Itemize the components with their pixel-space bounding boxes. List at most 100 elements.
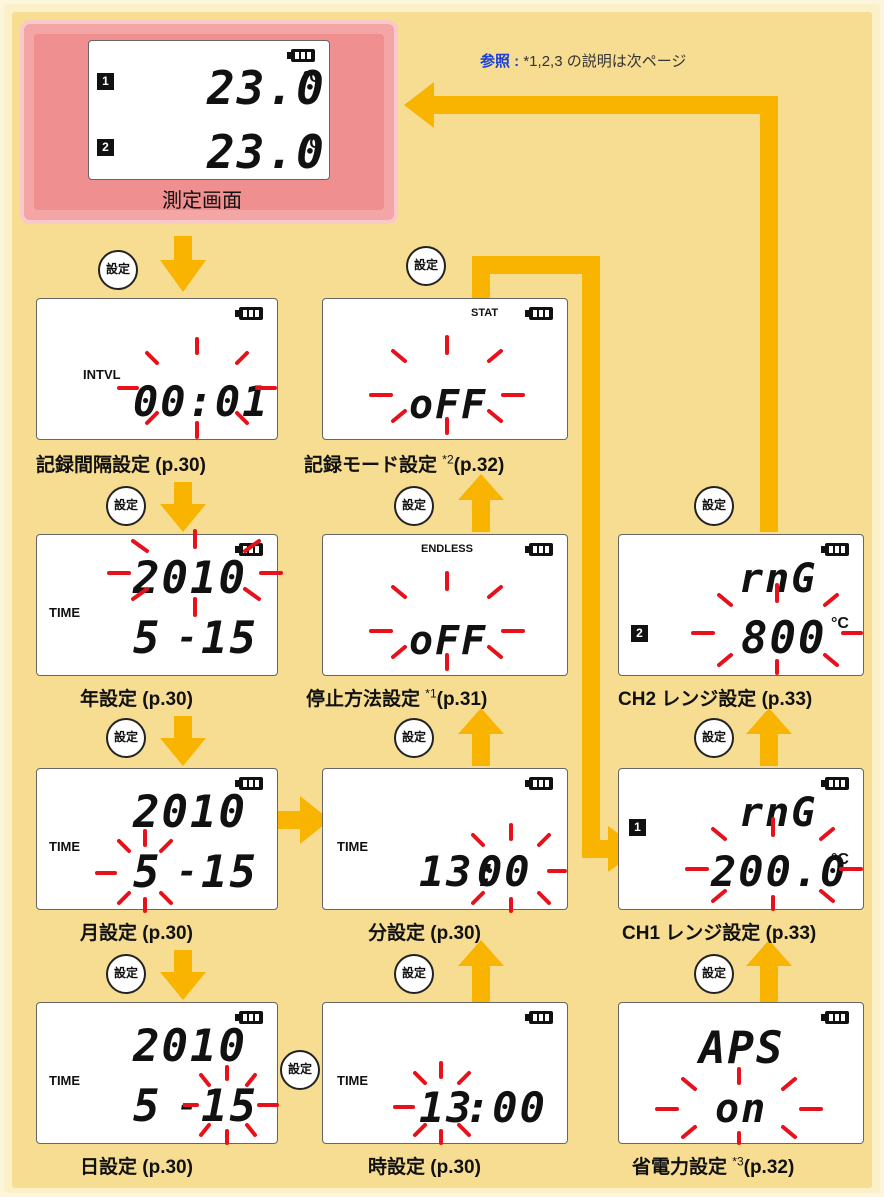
arrow-record-to-aps-d [582,840,612,858]
ch1-range-lcd: 1 rnG 200.0 °C [618,768,864,911]
arrow-aps-to-ch1 [760,964,778,1004]
stop-method-page: (p.31) [436,689,488,710]
arrow-ch2-to-measure-b [430,96,778,114]
flash-marks [685,817,863,911]
year-line2-month: 5 [133,613,162,664]
day-lcd: TIME 2010 5 - 15 [36,1002,279,1145]
arrow-ch2-to-measure-head [404,82,434,128]
power-save-page: (p.32) [743,1157,795,1178]
arrow-interval-to-year [174,482,192,506]
measurement-screen-inner: 1 23.0 °C 2 23.0 °C 測定画面 [34,34,384,212]
month-caption: 月設定 (p.30) [80,923,193,944]
ch2-range-lcd: 2 rnG 800 °C [618,534,864,676]
flash-marks [183,1065,279,1145]
record-mode-footnote: *2 [442,452,454,467]
flash-marks [471,823,567,913]
arrow-record-to-aps-b [472,256,600,274]
flash-marks [369,571,525,671]
battery-icon [525,777,553,790]
hour-minute-part: :00 [465,1083,547,1132]
set-button[interactable]: 設定 [98,250,138,290]
battery-icon [525,307,553,320]
set-button[interactable]: 設定 [694,718,734,758]
stop-method-footnote: *1 [425,686,437,701]
battery-icon [821,777,849,790]
channel-2-unit: °C [303,135,321,152]
minute-minute-part: 00 [477,847,532,896]
minute-lcd: TIME 13: 00 [322,768,568,913]
flash-marks [691,583,863,675]
month-indicator: TIME [49,839,81,854]
power-save-lcd: APS on [618,1002,864,1145]
measurement-caption: 測定画面 [162,190,242,212]
ch2-range-badge: 2 [631,625,648,642]
month-line2-month: 5 [133,847,162,898]
arrow-day-to-hour [272,811,302,829]
record-mode-lcd: STAT oFF [322,298,568,440]
month-line2-day: 15 [201,847,258,898]
arrow-minute-to-stop [472,732,490,766]
record-mode-indicator: STAT [471,307,499,319]
flash-marks [117,337,277,439]
year-lcd: TIME 2010 5 - 15 [36,529,283,676]
set-button[interactable]: 設定 [106,954,146,994]
stop-method-indicator: ENDLESS [421,543,473,555]
power-save-caption: 省電力設定 *3(p.32) [632,1152,794,1179]
day-line2-day: 15 [201,1081,258,1132]
power-save-label: APS [699,1023,785,1074]
arrow-ch1-to-ch2 [760,732,778,766]
arrow-year-to-month-head [160,738,206,766]
arrow-record-to-aps-c [582,256,600,858]
battery-icon [235,777,263,790]
channel-1-unit: °C [303,69,321,86]
battery-icon [821,543,849,556]
reference-text: *1,2,3 の説明は次ページ [523,53,687,70]
month-lcd: TIME 2010 5 - 15 [36,768,278,913]
ch1-range-caption: CH1 レンジ設定 (p.33) [622,923,817,944]
ch1-range-unit: °C [831,851,849,868]
set-button[interactable]: 設定 [394,486,434,526]
ch2-range-value: 800 [741,613,827,664]
year-caption: 年設定 (p.30) [80,689,193,710]
arrow-measure-to-interval-head [160,260,206,292]
stop-method-caption: 停止方法設定 *1(p.31) [306,684,487,711]
month-line2-separator: - [177,852,200,892]
set-button[interactable]: 設定 [394,954,434,994]
arrow-month-to-day-head [160,972,206,1000]
arrow-ch1-to-ch2-head [746,708,792,734]
record-mode-page: (p.32) [453,455,505,476]
set-button[interactable]: 設定 [106,718,146,758]
power-save-value: on [715,1086,768,1132]
arrow-interval-to-year-head [160,504,206,532]
arrow-ch2-to-measure-a [760,96,778,532]
hour-hour-part: 13 [419,1083,474,1132]
arrow-year-to-month [174,716,192,740]
stop-method-lcd: ENDLESS oFF [322,534,568,676]
channel-1-badge: 1 [97,73,114,90]
flash-marks [369,335,525,435]
set-button[interactable]: 設定 [280,1050,320,1090]
arrow-stop-to-record-head [458,474,504,500]
arrow-day-to-hour-head [300,796,330,844]
day-caption: 日設定 (p.30) [80,1157,193,1178]
ch1-range-value: 200.0 [711,847,848,896]
arrow-stop-to-record [472,498,490,532]
power-save-footnote: *3 [732,1154,744,1169]
ch1-range-badge: 1 [629,819,646,836]
year-line2-day: 15 [201,613,258,664]
year-line2-separator: - [177,618,200,658]
set-button[interactable]: 設定 [694,954,734,994]
ch2-range-unit: °C [831,615,849,632]
set-button[interactable]: 設定 [106,486,146,526]
month-line1: 2010 [133,787,247,838]
minute-hour-part: 13: [419,847,501,896]
arrow-month-to-day [174,950,192,974]
stop-method-caption-text: 停止方法設定 [306,689,426,710]
flash-marks [393,1061,471,1145]
set-button[interactable]: 設定 [694,486,734,526]
set-button[interactable]: 設定 [406,246,446,286]
set-button[interactable]: 設定 [394,718,434,758]
measurement-screen-area: 1 23.0 °C 2 23.0 °C 測定画面 [24,24,394,220]
hour-indicator: TIME [337,1073,369,1088]
